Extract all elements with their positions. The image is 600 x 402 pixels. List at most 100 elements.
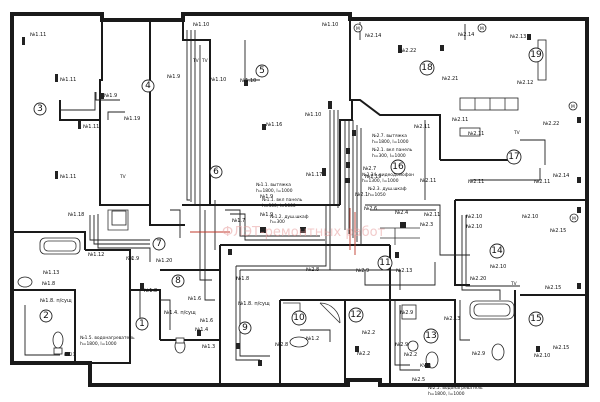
spec-note: №2.3. душ.шкаф: [368, 186, 407, 192]
room-15: 15: [528, 311, 544, 327]
room-number: 17: [508, 152, 519, 162]
spec-note: №2.1. вкл панель: [372, 147, 413, 153]
device-tag: №2.9: [472, 351, 485, 357]
tv-label: TV: [119, 174, 126, 180]
device-tag: №2.9: [400, 310, 413, 316]
device-tag: №2.11: [414, 124, 430, 130]
room-3: 3: [33, 102, 47, 116]
spec-note: №1.2. душ.шкаф: [270, 214, 309, 220]
device-tag: №1.6: [200, 318, 213, 324]
device-tag: №1.9: [260, 212, 273, 218]
room-number: 8: [175, 276, 181, 286]
device-tag: №1.11: [60, 77, 76, 83]
tv-label: TV: [513, 130, 520, 136]
room-2: 2: [39, 309, 53, 323]
room-9: 9: [238, 321, 252, 335]
device-tag: №2.13: [444, 316, 460, 322]
device-tag: №1.9: [167, 74, 180, 80]
device-tag: №2.4: [395, 210, 408, 216]
device-tag: №1.13: [43, 270, 59, 276]
spec-note: h=1800, l=1000: [256, 188, 293, 194]
device-tag: №2.14: [458, 32, 474, 38]
room-4: 4: [141, 79, 155, 93]
spec-note: h=300, l=1000: [372, 153, 406, 159]
fixtures: [17, 39, 547, 369]
device-tag: №2.2: [404, 352, 417, 358]
room-labels: 1 2 3 4 5 6 7 8 9 10 11 12 13 14 15 16 1…: [33, 47, 544, 344]
spec-note: №2.24. видеодомофон: [362, 172, 414, 178]
device-tag: №2.20: [470, 276, 486, 282]
room-number: 6: [213, 167, 219, 177]
device-tag: №2.14: [365, 33, 381, 39]
device-tag: №1.7: [232, 218, 245, 224]
ku-label: КУ21: [64, 352, 76, 358]
spec-note: №1.1. вытяжка: [256, 182, 291, 188]
spec-note: №1.1. вкл панель: [262, 197, 303, 203]
device-tag: №2.11: [534, 179, 550, 185]
device-tag: №2.1: [355, 192, 368, 198]
watermark: ФЛЭТ-ремонтных работ: [222, 225, 386, 240]
room-6: 6: [209, 165, 223, 179]
device-tag: №1.9: [260, 194, 273, 200]
device-tag: №1.6: [188, 296, 201, 302]
spec-notes: №1.1. вытяжка h=1800, l=1000 №1.1. вкл п…: [80, 133, 483, 397]
device-tag: №2.10: [490, 264, 506, 270]
device-tag: №1.2: [306, 336, 319, 342]
room-number: 16: [392, 162, 404, 172]
device-tag: №2.11: [468, 131, 484, 137]
device-tag: №2.15: [550, 228, 566, 234]
room-1: 1: [135, 317, 149, 331]
tv-label: TV: [127, 256, 134, 262]
room-number: 3: [37, 104, 43, 114]
room-7: 7: [152, 237, 166, 251]
spec-note: №2.5. водонагреватель: [428, 385, 483, 391]
toilet-left: [52, 331, 64, 349]
room-number: 14: [491, 246, 503, 256]
device-tag: №1.18: [68, 212, 84, 218]
ku-label: КУ21: [420, 363, 432, 369]
device-tag: №2.8: [306, 267, 319, 273]
room-number: 13: [425, 331, 436, 341]
room-11: 11: [377, 255, 393, 271]
kitchen-island: [459, 97, 519, 111]
spec-note: h=300: [270, 219, 285, 225]
room-number: 4: [145, 81, 151, 91]
room-number: 2: [43, 311, 49, 321]
device-tag: №1.10: [193, 22, 209, 28]
room-number: 7: [156, 239, 162, 249]
device-tag: №2.10: [534, 353, 550, 359]
device-tag: №1.8. п/сущ: [238, 301, 270, 307]
device-tag: №1.10: [240, 78, 256, 84]
device-tag: №2.8: [275, 342, 288, 348]
device-tag: №2.5: [412, 377, 425, 383]
device-tag: №1.11: [83, 124, 99, 130]
device-tag: №1.9: [126, 256, 139, 262]
device-tag: №1.17: [306, 172, 322, 178]
device-tag: №2.15: [545, 285, 561, 291]
device-tag: №2.19: [365, 174, 381, 180]
room-18: 18: [419, 60, 435, 76]
room-number: 19: [530, 50, 542, 60]
device-tag: №2.9: [395, 342, 408, 348]
device-tag: №1.9: [104, 93, 117, 99]
device-tag: №2.11: [420, 178, 436, 184]
room-16: 16: [390, 159, 406, 175]
outer-walls: [10, 12, 589, 387]
device-marks: [22, 23, 581, 368]
device-tag: №2.2: [362, 330, 375, 336]
device-tag: №2.22: [400, 48, 416, 54]
spec-note: h=1800, l=1000: [428, 391, 465, 397]
room-number: 5: [259, 66, 265, 76]
room-number: 12: [350, 310, 361, 320]
device-tag: №1.16: [266, 122, 282, 128]
wiring: [24, 22, 546, 371]
device-tag: №2.10: [466, 214, 482, 220]
room-5: 5: [255, 64, 269, 78]
room-12: 12: [348, 307, 364, 323]
device-tag: №2.11: [468, 179, 484, 185]
device-tag: №2.13: [510, 34, 526, 40]
device-tag: №1.8: [144, 288, 157, 294]
motor-label: М: [480, 26, 484, 32]
room-number: 15: [530, 314, 541, 324]
symbol-labels: TV TV TV TV TV TV КУ21 КУ21 М М М М: [64, 26, 576, 369]
